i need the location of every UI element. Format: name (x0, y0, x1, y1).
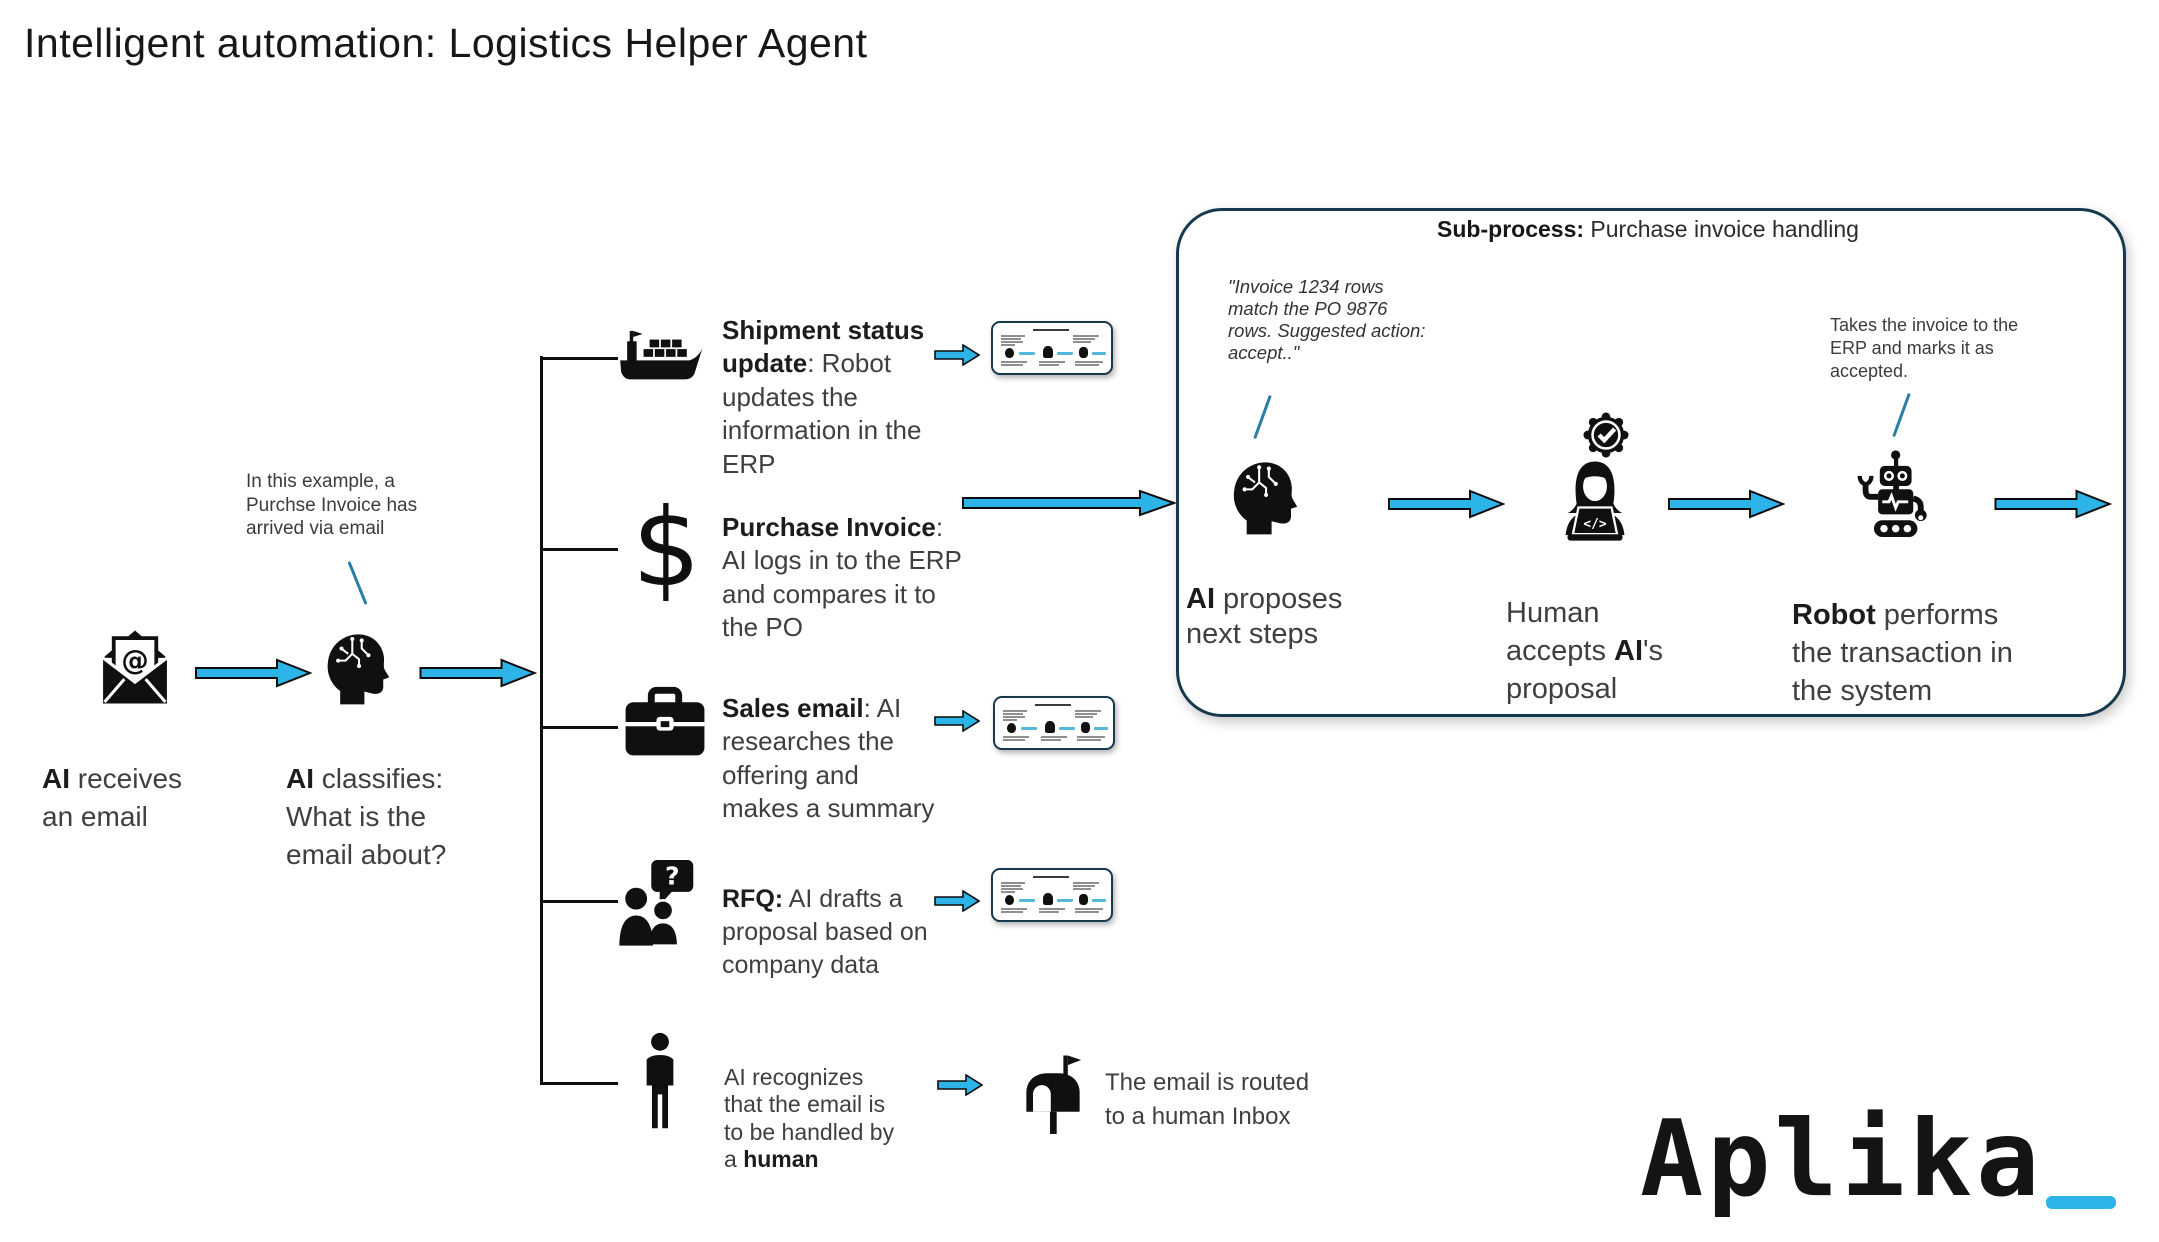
label-rfq: RFQ: AI drafts a proposal based on compa… (722, 885, 928, 979)
thumb-title-line (1033, 329, 1069, 332)
arrow-right-icon (934, 709, 981, 737)
label-human-accepts: Human accepts AI's proposal (1506, 597, 1664, 705)
robot-icon (1852, 450, 1936, 547)
verified-badge-icon (1580, 408, 1632, 462)
aplika-logo: Aplika (1640, 1098, 2044, 1220)
arrow-right-icon (934, 889, 981, 917)
label-sales-email: Sales email: AI researches the offering … (722, 692, 935, 824)
arrow-right-icon (937, 1073, 984, 1101)
label-routed-inbox: The email is routed to a human Inbox (1105, 1069, 1310, 1130)
arrow-right-icon (1668, 489, 1786, 524)
label-human-routing: AI recognizes that the email is to be ha… (724, 1063, 895, 1173)
tree-branch-line (540, 1081, 618, 1085)
rfq-people-icon: ? (616, 858, 700, 946)
briefcase-icon (622, 686, 708, 758)
tree-branch-line (540, 356, 618, 360)
label-ai-receives-bold: AI (42, 763, 70, 794)
arrow-right-icon (1992, 489, 2114, 524)
label-robot-performs: Robot performs the transaction in the sy… (1792, 599, 2013, 707)
person-icon (637, 1032, 683, 1130)
mini-subprocess-thumbnail (991, 868, 1113, 922)
note-takes-invoice: Takes the invoice to the ERP and marks i… (1830, 315, 2019, 381)
annotation-line (347, 561, 368, 605)
arrow-right-icon (195, 658, 313, 693)
email-open-icon: @ (97, 626, 173, 708)
human-laptop-icon: </> (1548, 456, 1642, 548)
logo-underscore (2046, 1196, 2116, 1209)
dollar-icon: $ (632, 486, 701, 611)
tree-branch-line (540, 547, 618, 551)
subprocess-quote: "Invoice 1234 rows match the PO 9876 row… (1228, 276, 1426, 363)
arrow-right-icon (962, 489, 1178, 522)
mailbox-icon (1016, 1054, 1090, 1134)
svg-text:</>: </> (1583, 517, 1607, 532)
label-ai-classifies: AI classifies: What is the email about? (286, 763, 447, 870)
mini-subprocess-thumbnail (991, 321, 1113, 375)
note-example: In this example, a Purchse Invoice has a… (246, 471, 418, 539)
tree-trunk-line (540, 356, 543, 1085)
svg-text:@: @ (121, 645, 148, 676)
label-purchase-invoice: Purchase Invoice: AI logs in to the ERP … (722, 511, 962, 643)
label-shipment: Shipment status update: Robot updates th… (722, 314, 925, 479)
tree-branch-line (540, 899, 618, 903)
label-ai-receives: AI receives an email (42, 763, 183, 832)
mini-subprocess-thumbnail (993, 696, 1115, 750)
arrow-right-icon (1388, 489, 1506, 524)
ai-head-icon (1228, 455, 1300, 539)
cargo-ship-icon (616, 324, 704, 388)
svg-text:?: ? (665, 861, 680, 890)
tree-branch-line (540, 725, 618, 729)
subprocess-title: Sub-process: Purchase invoice handling (1437, 216, 1859, 242)
arrow-right-icon (418, 658, 538, 693)
ai-head-icon (322, 630, 392, 706)
page-title: Intelligent automation: Logistics Helper… (24, 20, 868, 66)
subprocess-box (1176, 208, 2126, 717)
label-ai-classifies-bold: AI (286, 763, 314, 794)
label-ai-proposes: AI proposes next steps (1186, 583, 1343, 650)
arrow-right-icon (934, 343, 981, 371)
